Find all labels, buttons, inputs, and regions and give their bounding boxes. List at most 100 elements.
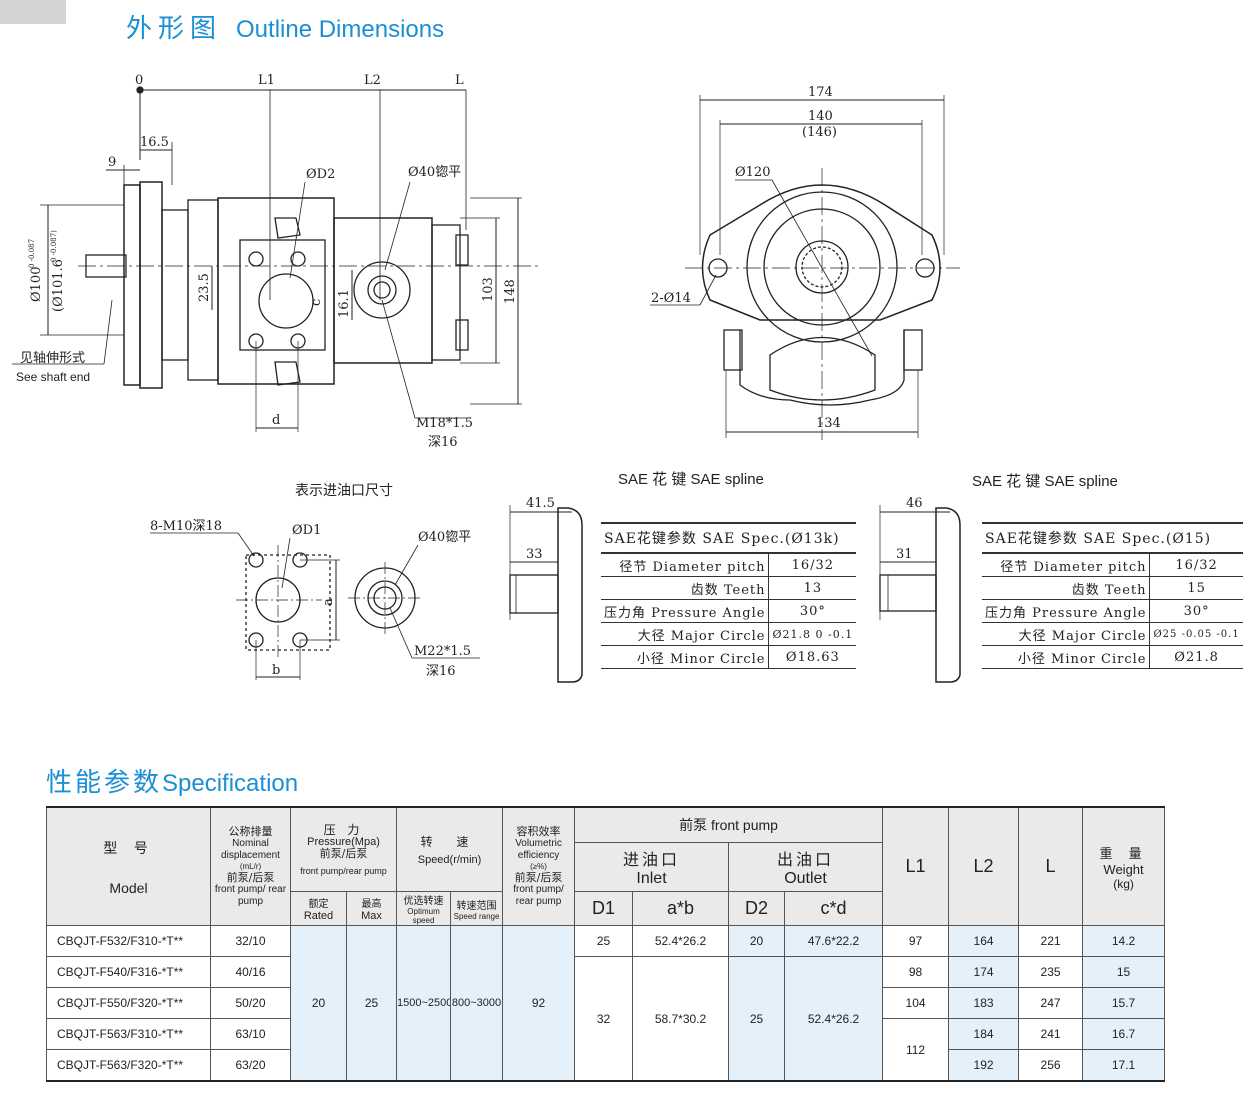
cell-weight: 15 [1082,956,1166,988]
spline-left-key: 齿数 Teeth [601,576,770,600]
header-vol-en2: front pump/ rear pump [513,883,564,907]
spline-right-key: 小径 Minor Circle [982,645,1151,669]
spline-right-value: 15 [1149,576,1243,600]
header-model-cn: 型 号 [103,840,154,857]
label-9: 9 [108,155,116,170]
label-m10: 8-M10深18 [150,519,222,534]
cell-L: 256 [1018,1049,1084,1082]
label-33: 33 [526,547,543,562]
label-m18: M18*1.5 [416,416,473,431]
label-23-5: 23.5 [197,273,212,302]
spline-right-heading: SAE 花 键 SAE spline [972,473,1118,490]
label-m18-depth: 深16 [428,435,458,450]
spline-left-value: Ø21.8 0 -0.1 [768,622,857,646]
header-max: 最高 Max [345,891,398,926]
label-0: 0 [135,73,143,88]
label-m22: M22*1.5 [414,644,471,659]
cell-displacement: 63/20 [210,1049,291,1082]
header-press-en: Pressure(Mpa) [307,835,380,848]
header-cd: c*d [784,891,884,926]
label-d: d [272,413,280,428]
cell-L1: 104 [882,987,950,1019]
table-row: CBQJT-F540/F316-*T** 40/16 32 58.7*30.2 … [46,956,1166,1082]
header-speed: 转 速 Speed(r/min) [396,806,504,892]
label-174: 174 [808,85,833,100]
shaft-end-right [879,505,961,683]
header-vol-unit: (≥%) [530,861,547,871]
cell-weight: 15.7 [1082,987,1166,1019]
header-max-en: Max [361,910,382,922]
label-41-5: 41.5 [526,496,555,511]
label-040-b: Ø40锪平 [418,529,471,545]
header-speed-en: Speed(r/min) [417,854,482,866]
spline-left-table: SAE花键参数 SAE Spec.(Ø13k) 径节 Diameter pitc… [601,522,857,669]
spline-left-key: 大径 Major Circle [601,622,770,646]
label-c: c [309,299,324,306]
spline-left-key: 压力角 Pressure Angle [601,599,770,623]
header-vol-cn: 容积效率 [516,824,561,838]
cell-ab: 58.7*30.2 [632,956,730,1082]
label-148: 148 [503,279,518,304]
spec-title-cn: 性能参数 [46,768,163,798]
header-speed-range: 转速范围 Speed range [450,891,504,926]
label-140: 140 [808,109,833,124]
cell-displacement: 32/10 [210,925,291,957]
label-D1: ØD1 [292,523,321,538]
header-rated: 额定 Rated [290,891,347,926]
header-opt-cn: 优选转速 [403,896,444,907]
cell-model: CBQJT-F563/F320-*T** [46,1049,211,1082]
header-range-en: Speed range [453,911,500,921]
spline-right-value: 30° [1149,599,1243,623]
cell-rated: 20 [290,925,347,1082]
header-outlet: 出油口 Outlet [728,842,884,892]
side-view [12,86,540,432]
header-opt-speed: 优选转速 Optimum speed [396,891,452,926]
header-inlet-en: Inlet [636,870,667,887]
label-101-6: (Ø101.6 [51,259,66,312]
cell-speed-range: 800~3000 [450,925,504,1082]
spline-left-value: Ø18.63 [768,645,857,669]
label-b: b [272,663,280,678]
spline-right-value: 16/32 [1149,553,1243,577]
cell-ab: 52.4*26.2 [632,925,730,957]
cell-L1: 98 [882,956,950,988]
header-weight-en: Weight [1103,861,1144,877]
label-2-014: 2-Ø14 [651,291,691,306]
label-46: 46 [906,496,923,511]
cell-L2: 192 [948,1049,1020,1082]
header-vol-en: Volumetric efficiency [515,837,562,861]
corner-tab [0,0,66,24]
label-101-6-tol: 0 -0.087) [50,230,58,262]
header-displacement: 公称排量 Nominal displacement (mL/r) 前泵/后泵 f… [210,806,291,926]
outline-title-en: Outline Dimensions [236,16,445,43]
cell-model: CBQJT-F550/F320-*T** [46,987,211,1019]
cell-model: CBQJT-F540/F316-*T** [46,956,211,988]
spec-title: 性能参数Specification [46,762,298,799]
header-inlet-cn: 进油口 [623,850,681,869]
spline-left-value: 13 [768,576,857,600]
cell-L: 241 [1018,1018,1084,1050]
header-disp-cn2: 前泵/后泵 [226,870,275,884]
header-L: L [1018,806,1084,926]
spline-right-key: 大径 Major Circle [982,622,1151,646]
label-146: (146) [802,125,837,140]
label-120: Ø120 [735,165,770,180]
drawing-labels: 0 L1 L2 L 16.5 9 ØD2 Ø40锪平 Ø100 0 -0.087… [16,73,923,679]
header-outlet-en: Outlet [784,870,827,887]
cell-cd: 52.4*26.2 [784,956,884,1082]
header-D1: D1 [574,891,634,926]
front-view [650,95,960,440]
header-press-cn: 压 力 [323,822,364,837]
shaft-end-left [509,505,583,683]
label-shaft-cn: 见轴伸形式 [20,351,85,366]
header-rated-cn: 额定 [308,899,329,910]
cell-model: CBQJT-F532/F310-*T** [46,925,211,957]
cell-cd: 47.6*22.2 [784,925,884,957]
header-inlet: 进油口 Inlet [574,842,730,892]
spline-left-key: 径节 Diameter pitch [601,553,770,577]
spline-left-value: 16/32 [768,553,857,577]
header-max-cn: 最高 [361,899,382,910]
spline-right-title: SAE花键参数 SAE Spec.(Ø15) [982,522,1243,554]
spline-left-key: 小径 Minor Circle [601,645,770,669]
header-model-en: Model [109,879,148,896]
